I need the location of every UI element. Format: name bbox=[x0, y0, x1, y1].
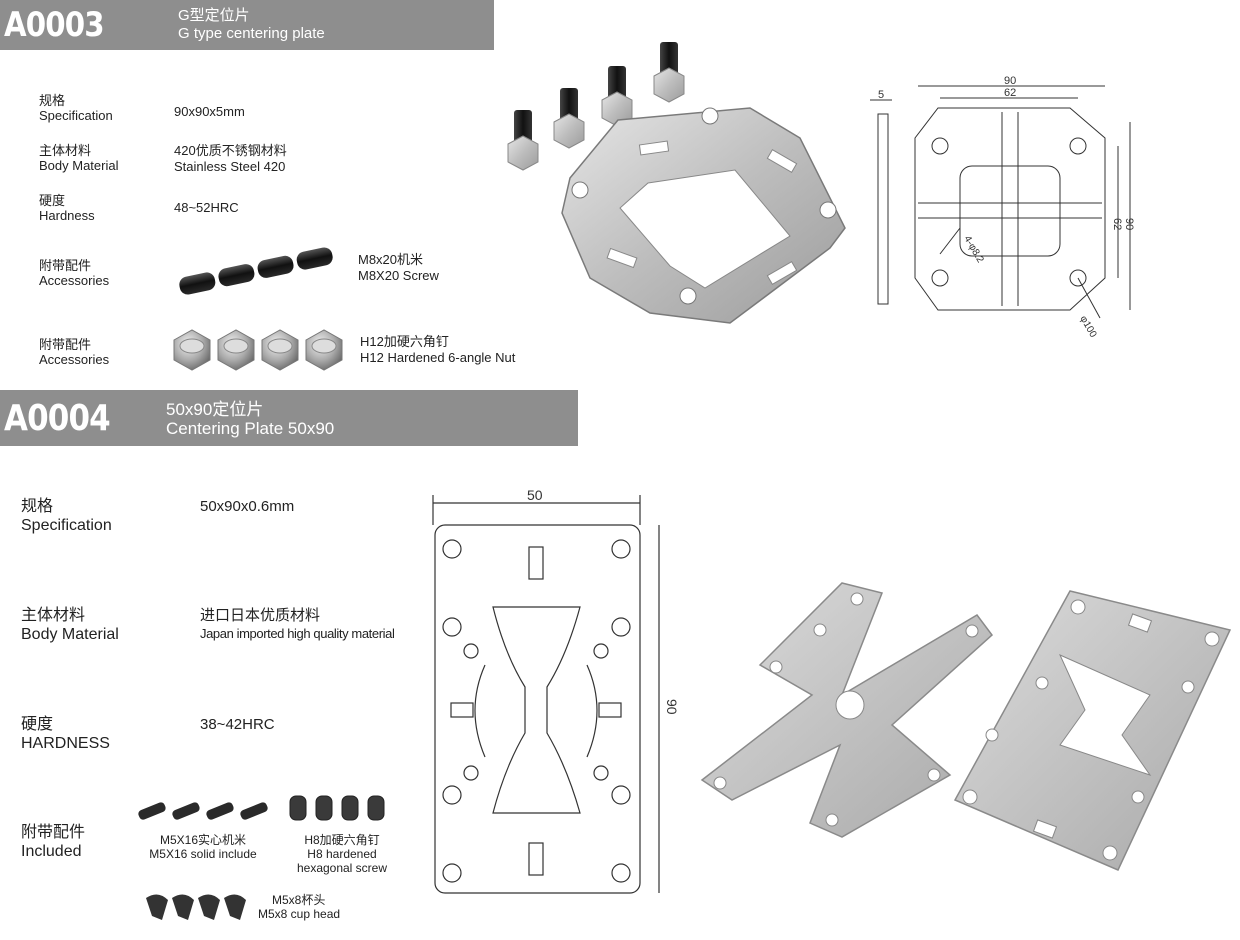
plate-50x90-drawing: 50 90 bbox=[432, 487, 680, 894]
a0003-title-en: G type centering plate bbox=[178, 25, 325, 42]
a0003-hardness-value: 48~52HRC bbox=[174, 200, 239, 215]
dim-thickness: 5 bbox=[878, 89, 884, 101]
a0003-title-zh: G型定位片 bbox=[178, 7, 250, 24]
a0003-code: A0003 bbox=[4, 5, 105, 45]
cup-head-caption: M5x8杯头 M5x8 cup head bbox=[258, 893, 341, 922]
rect-plate-photo bbox=[953, 590, 1232, 871]
label-zh: 主体材料 bbox=[21, 607, 86, 624]
a0004-spec-label: 规格 Specification bbox=[21, 498, 112, 536]
dim-holes: 4-φ8.2 bbox=[961, 234, 985, 265]
value-zh: M8x20机米 bbox=[358, 252, 424, 267]
value-en: M8X20 Screw bbox=[358, 268, 439, 284]
value-en: Stainless Steel 420 bbox=[174, 159, 286, 175]
dim-diameter: φ100 bbox=[1077, 314, 1098, 340]
a0004-header: A0004 50x90定位片 Centering Plate 50x90 bbox=[0, 390, 578, 446]
label-zh: 主体材料 bbox=[39, 143, 92, 158]
label-en: Specification bbox=[39, 108, 113, 124]
hex-screws-image bbox=[289, 795, 385, 821]
a0004-hardness-label: 硬度 HARDNESS bbox=[21, 716, 110, 754]
set-screws-image bbox=[179, 247, 333, 295]
dim-inner-v: 62 bbox=[1111, 218, 1123, 230]
label-zh: 规格 bbox=[39, 93, 66, 108]
label-en: HARDNESS bbox=[21, 734, 110, 752]
label-zh: 规格 bbox=[21, 498, 54, 515]
a0004-hardness-value: 38~42HRC bbox=[200, 716, 275, 733]
value-zh: 进口日本优质材料 bbox=[200, 607, 321, 624]
hex-screws-caption: H8加硬六角钉 H8 hardened hexagonal screw bbox=[282, 833, 402, 875]
label-en: Hardness bbox=[39, 208, 95, 224]
a0004-title-zh: 50x90定位片 bbox=[166, 400, 264, 419]
a0003-material-value: 420优质不锈钢材料 Stainless Steel 420 bbox=[174, 143, 287, 176]
dim-width: 50 bbox=[527, 487, 543, 503]
value-zh: 420优质不锈钢材料 bbox=[174, 143, 287, 158]
label-zh: 硬度 bbox=[21, 716, 54, 733]
caption-en: M5X16 solid include bbox=[149, 846, 257, 861]
caption-zh: M5X16实心机米 bbox=[159, 833, 247, 847]
label-en: Body Material bbox=[39, 158, 119, 174]
label-zh: 附带配件 bbox=[39, 258, 92, 273]
label-en: Body Material bbox=[21, 625, 119, 643]
dim-height: 90 bbox=[664, 699, 680, 715]
a0004-material-value: 进口日本优质材料 Japan imported high quality mat… bbox=[200, 607, 395, 642]
solid-screws-image bbox=[138, 802, 268, 820]
hex-nuts-image bbox=[173, 329, 343, 371]
caption-en: M5x8 cup head bbox=[258, 906, 341, 921]
value-en: Japan imported high quality material bbox=[200, 625, 395, 641]
label-zh: 附带配件 bbox=[21, 824, 86, 841]
caption-zh: H8加硬六角钉 bbox=[304, 833, 380, 847]
a0004-title-en: Centering Plate 50x90 bbox=[166, 419, 335, 438]
a0003-header: A0003 G型定位片 G type centering plate bbox=[0, 0, 494, 50]
label-zh: 硬度 bbox=[39, 193, 66, 208]
caption-zh: M5x8杯头 bbox=[272, 893, 326, 907]
dim-height: 90 bbox=[1123, 218, 1135, 230]
h-plate-photo bbox=[700, 582, 994, 838]
label-en: Accessories bbox=[39, 352, 110, 368]
label-en: Specification bbox=[21, 516, 112, 534]
g-plate-photo bbox=[507, 42, 846, 324]
label-en: Accessories bbox=[39, 273, 110, 289]
a0004-code: A0004 bbox=[4, 398, 111, 439]
cup-head-screws-image bbox=[146, 894, 246, 920]
dim-width: 90 bbox=[1004, 75, 1016, 87]
a0003-accessory2-label: 附带配件 Accessories bbox=[39, 337, 109, 368]
a0004-included-label: 附带配件 Included bbox=[21, 824, 85, 862]
a0003-accessory2-value: H12加硬六角钉 H12 Hardened 6-angle Nut bbox=[360, 334, 515, 367]
g-plate bbox=[561, 107, 846, 324]
solid-screws-caption: M5X16实心机米 M5X16 solid include bbox=[140, 833, 266, 862]
a0003-accessory1-value: M8x20机米 M8X20 Screw bbox=[358, 252, 439, 285]
a0004-material-label: 主体材料 Body Material bbox=[21, 607, 119, 645]
a0004-spec-value: 50x90x0.6mm bbox=[200, 498, 295, 515]
label-zh: 附带配件 bbox=[39, 337, 92, 352]
caption-en-2: hexagonal screw bbox=[296, 860, 388, 875]
a0003-spec-value: 90x90x5mm bbox=[174, 104, 245, 119]
g-plate-drawing: 5 90 62 90 62 4-φ8.2 φ100 bbox=[870, 75, 1135, 340]
a0003-spec-label: 规格 Specification bbox=[39, 93, 113, 124]
a0003-material-label: 主体材料 Body Material bbox=[39, 143, 118, 174]
a0003-hardness-label: 硬度 Hardness bbox=[39, 193, 95, 224]
dim-inner: 62 bbox=[1004, 87, 1016, 99]
a0003-accessory1-label: 附带配件 Accessories bbox=[39, 258, 109, 289]
value-zh: H12加硬六角钉 bbox=[360, 334, 449, 349]
label-en: Included bbox=[21, 842, 82, 860]
value-en: H12 Hardened 6-angle Nut bbox=[360, 350, 516, 366]
caption-en-1: H8 hardened bbox=[307, 846, 377, 861]
